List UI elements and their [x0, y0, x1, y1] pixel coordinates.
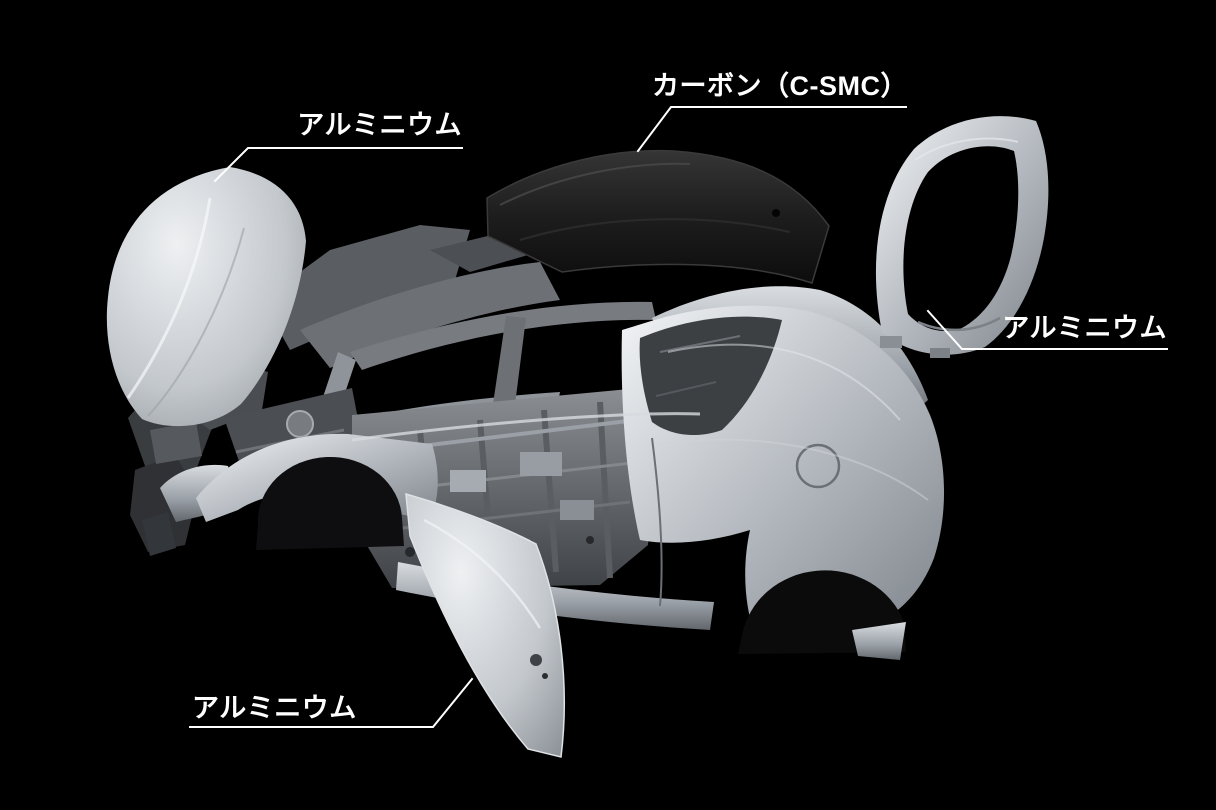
hood-panel [106, 167, 306, 427]
c-pillar-band [652, 286, 928, 424]
quarter-window-opening [639, 316, 782, 436]
callout-line-front-door [189, 677, 474, 728]
callout-line-roof [636, 106, 907, 153]
callout-line-hood [213, 147, 463, 183]
callout-lines [189, 106, 1168, 728]
material-label-hood: アルミニウム [297, 110, 462, 140]
beltline-highlight [351, 412, 701, 442]
material-label-rear-hatch: アルミニウム [1002, 313, 1167, 343]
rear-hatch-frame [875, 116, 1049, 358]
material-label-roof: カーボン（C-SMC） [652, 71, 908, 101]
rear-quarter-panel [621, 305, 945, 660]
callout-line-rear-hatch [926, 309, 1168, 350]
fuel-door [795, 443, 841, 489]
door-handle-hole [530, 654, 542, 666]
carbon-roof-panel [486, 149, 830, 284]
front-door-panel [405, 492, 565, 758]
material-label-front-door: アルミニウム [192, 693, 357, 723]
front-fender [196, 433, 438, 550]
body-shell [128, 225, 945, 690]
